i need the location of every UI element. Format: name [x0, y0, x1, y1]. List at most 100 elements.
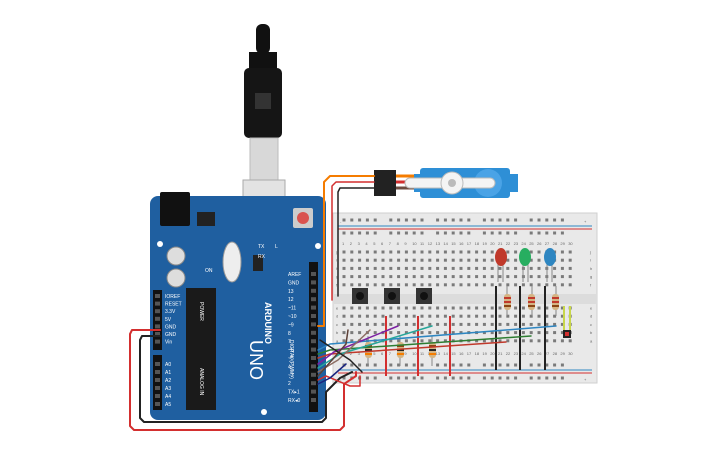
breadboard-hole[interactable]: [412, 258, 416, 262]
breadboard-hole[interactable]: [412, 331, 416, 335]
breadboard-hole[interactable]: [521, 314, 525, 318]
breadboard-hole[interactable]: [428, 314, 432, 318]
breadboard-hole[interactable]: [443, 266, 447, 270]
breadboard-hole[interactable]: [397, 275, 401, 279]
breadboard-hole[interactable]: [568, 275, 572, 279]
breadboard-hole[interactable]: [389, 283, 393, 287]
breadboard-hole[interactable]: [475, 266, 479, 270]
breadboard-hole[interactable]: [506, 339, 510, 343]
rail-hole[interactable]: [373, 363, 377, 367]
breadboard-hole[interactable]: [498, 339, 502, 343]
breadboard-hole[interactable]: [373, 266, 377, 270]
breadboard-hole[interactable]: [560, 266, 564, 270]
rail-hole[interactable]: [397, 363, 401, 367]
rail-hole[interactable]: [467, 376, 471, 380]
digital-pin-socket[interactable]: [311, 356, 316, 360]
rail-hole[interactable]: [498, 363, 502, 367]
breadboard-hole[interactable]: [342, 331, 346, 335]
breadboard-hole[interactable]: [490, 275, 494, 279]
breadboard-hole[interactable]: [342, 339, 346, 343]
rail-hole[interactable]: [560, 363, 564, 367]
power-pin-socket[interactable]: [155, 301, 160, 306]
breadboard-hole[interactable]: [529, 331, 533, 335]
digital-pin-socket[interactable]: [311, 339, 316, 344]
breadboard-hole[interactable]: [412, 250, 416, 254]
rail-hole[interactable]: [506, 231, 510, 235]
analog-pin-socket[interactable]: [155, 386, 160, 390]
breadboard-hole[interactable]: [506, 275, 510, 279]
rail-hole[interactable]: [365, 363, 369, 367]
breadboard-hole[interactable]: [389, 322, 393, 326]
breadboard-hole[interactable]: [428, 339, 432, 343]
breadboard-hole[interactable]: [373, 275, 377, 279]
breadboard-hole[interactable]: [560, 314, 564, 318]
breadboard-hole[interactable]: [420, 306, 424, 310]
rail-hole[interactable]: [537, 376, 541, 380]
rail-hole[interactable]: [436, 231, 440, 235]
rail-hole[interactable]: [365, 218, 369, 222]
rail-hole[interactable]: [553, 376, 557, 380]
breadboard-hole[interactable]: [490, 258, 494, 262]
rail-hole[interactable]: [490, 363, 494, 367]
breadboard-hole[interactable]: [436, 322, 440, 326]
breadboard-hole[interactable]: [506, 250, 510, 254]
breadboard-hole[interactable]: [545, 306, 549, 310]
breadboard-hole[interactable]: [475, 258, 479, 262]
rail-hole[interactable]: [420, 376, 424, 380]
breadboard-hole[interactable]: [553, 283, 557, 287]
digital-pin-socket[interactable]: [311, 381, 316, 386]
breadboard-hole[interactable]: [389, 275, 393, 279]
breadboard-hole[interactable]: [475, 250, 479, 254]
breadboard-hole[interactable]: [568, 258, 572, 262]
breadboard-hole[interactable]: [443, 306, 447, 310]
rail-hole[interactable]: [490, 231, 494, 235]
breadboard-hole[interactable]: [342, 322, 346, 326]
rail-hole[interactable]: [365, 231, 369, 235]
breadboard-hole[interactable]: [443, 322, 447, 326]
breadboard-hole[interactable]: [404, 314, 408, 318]
breadboard-hole[interactable]: [521, 283, 525, 287]
power-pin-socket[interactable]: [155, 332, 160, 336]
breadboard-hole[interactable]: [537, 250, 541, 254]
rail-hole[interactable]: [545, 231, 549, 235]
breadboard-hole[interactable]: [365, 314, 369, 318]
rail-hole[interactable]: [498, 218, 502, 222]
rail-hole[interactable]: [529, 376, 533, 380]
breadboard-hole[interactable]: [553, 266, 557, 270]
breadboard-hole[interactable]: [358, 306, 362, 310]
breadboard-hole[interactable]: [373, 314, 377, 318]
rail-hole[interactable]: [482, 218, 486, 222]
breadboard-hole[interactable]: [381, 266, 385, 270]
breadboard-hole[interactable]: [514, 322, 518, 326]
breadboard-hole[interactable]: [545, 314, 549, 318]
rail-hole[interactable]: [514, 376, 518, 380]
breadboard-hole[interactable]: [490, 266, 494, 270]
rail-hole[interactable]: [358, 218, 362, 222]
breadboard-hole[interactable]: [436, 275, 440, 279]
breadboard-hole[interactable]: [436, 339, 440, 343]
breadboard-hole[interactable]: [498, 306, 502, 310]
breadboard-hole[interactable]: [420, 258, 424, 262]
rail-hole[interactable]: [514, 218, 518, 222]
breadboard-hole[interactable]: [350, 250, 354, 254]
breadboard-hole[interactable]: [373, 283, 377, 287]
breadboard-hole[interactable]: [537, 258, 541, 262]
breadboard-hole[interactable]: [350, 283, 354, 287]
breadboard-hole[interactable]: [365, 275, 369, 279]
rail-hole[interactable]: [443, 363, 447, 367]
breadboard-hole[interactable]: [514, 266, 518, 270]
breadboard-hole[interactable]: [498, 322, 502, 326]
digital-pin-socket[interactable]: [311, 305, 316, 310]
rail-hole[interactable]: [404, 363, 408, 367]
breadboard-hole[interactable]: [397, 314, 401, 318]
digital-pin-socket[interactable]: [311, 297, 316, 302]
breadboard-hole[interactable]: [381, 322, 385, 326]
breadboard-hole[interactable]: [506, 331, 510, 335]
breadboard-hole[interactable]: [521, 322, 525, 326]
breadboard-hole[interactable]: [443, 314, 447, 318]
breadboard-hole[interactable]: [420, 339, 424, 343]
breadboard-hole[interactable]: [560, 331, 564, 335]
breadboard-hole[interactable]: [373, 306, 377, 310]
breadboard-hole[interactable]: [373, 322, 377, 326]
breadboard-hole[interactable]: [529, 266, 533, 270]
